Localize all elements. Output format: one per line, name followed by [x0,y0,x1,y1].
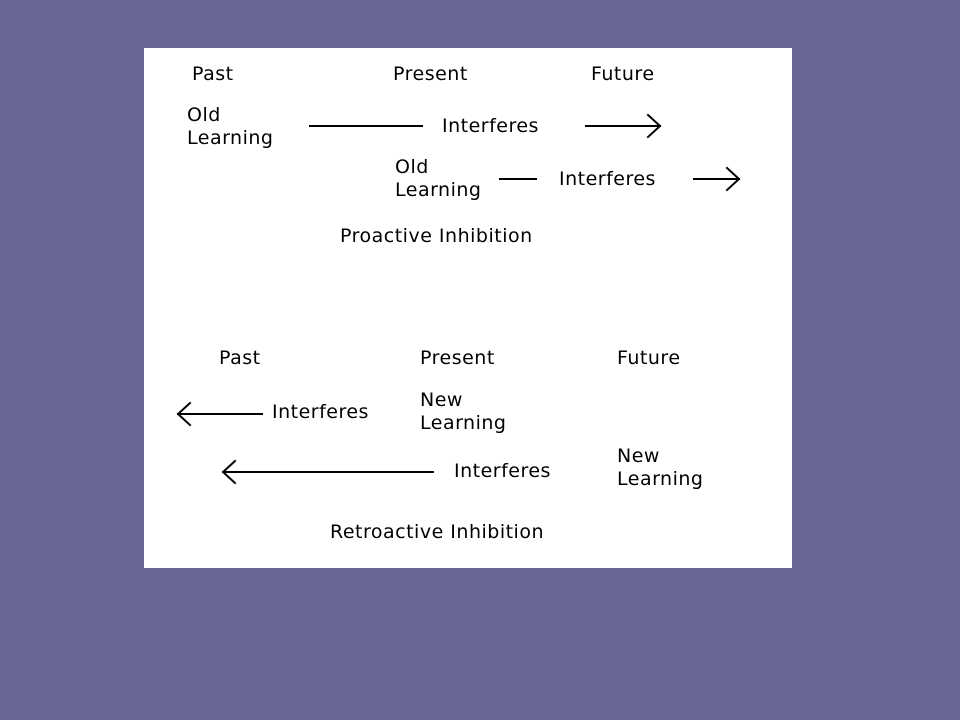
retroactive-header-present: Present [420,347,495,369]
proactive-header-past: Past [192,63,234,85]
proactive-row2-source: Old Learning [395,156,482,201]
retroactive-row1-verb: Interferes [272,401,369,423]
arrows-layer [176,113,741,485]
proactive-row2-arrow-right-icon [693,166,741,192]
diagram-panel: Past Present Future Old Learning Interfe… [144,48,792,568]
proactive-header-future: Future [591,63,655,85]
proactive-row1-verb: Interferes [442,115,539,137]
retroactive-caption: Retroactive Inhibition [330,521,544,543]
retroactive-header-past: Past [219,347,261,369]
proactive-header-present: Present [393,63,468,85]
retroactive-row2-source: New Learning [617,445,704,490]
retroactive-row2-verb: Interferes [454,460,551,482]
proactive-caption: Proactive Inhibition [340,225,533,247]
proactive-row1-arrow-right-icon [585,113,662,139]
retroactive-row1-source: New Learning [420,389,507,434]
retroactive-row1-arrow-left-icon [176,401,263,427]
retroactive-header-future: Future [617,347,681,369]
proactive-row2-verb: Interferes [559,168,656,190]
proactive-row1-source: Old Learning [187,104,274,149]
retroactive-row2-arrow-left-icon [221,459,434,485]
